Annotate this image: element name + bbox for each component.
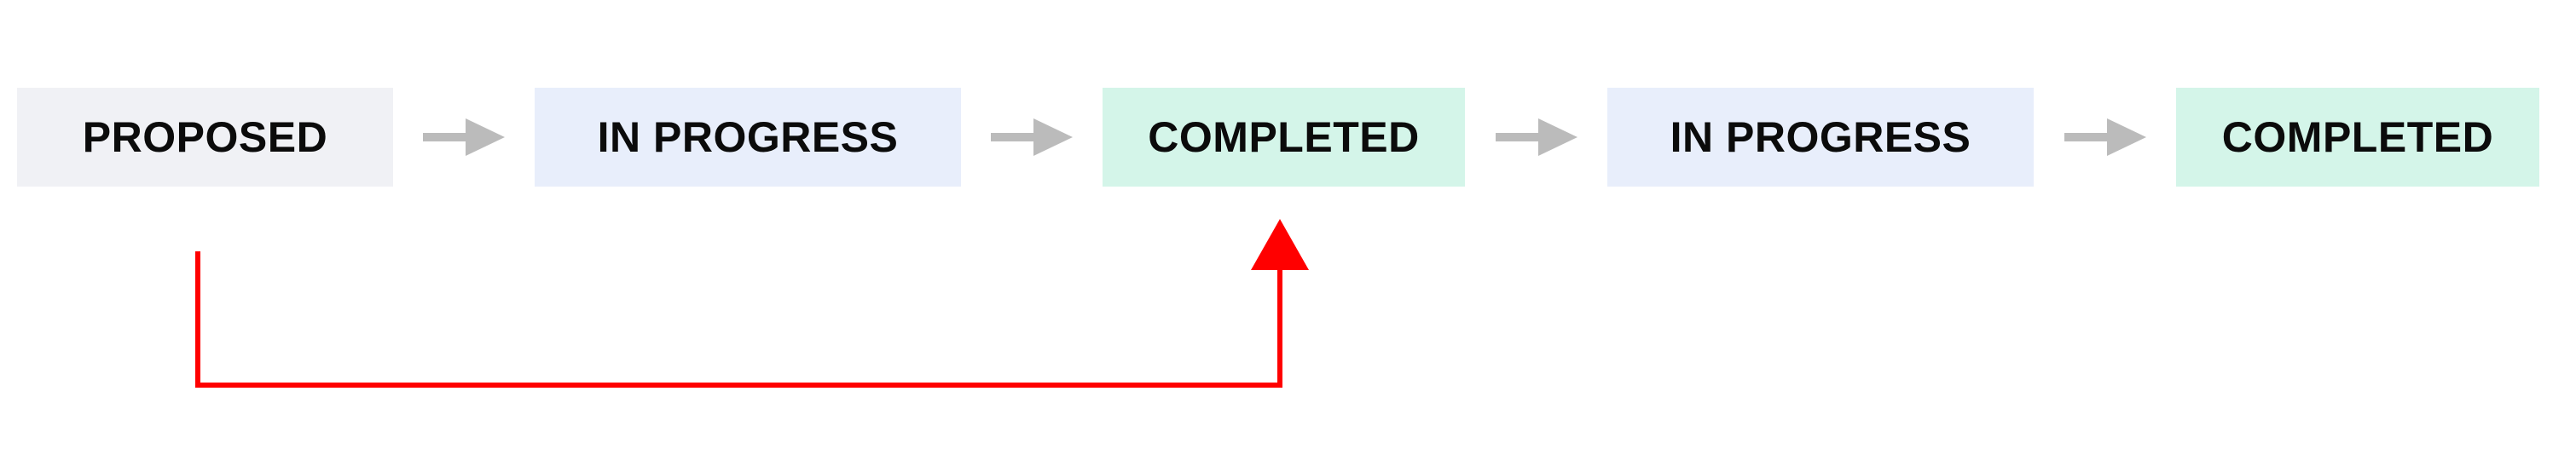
status-node-label: COMPLETED (1148, 113, 1420, 161)
flow-arrow-right-4 (2034, 88, 2176, 187)
status-node-label: IN PROGRESS (1670, 113, 1971, 161)
status-node-in-progress-1[interactable]: IN PROGRESS (535, 88, 961, 187)
flow-arrow-right-2 (961, 88, 1103, 187)
status-node-label: COMPLETED (2221, 113, 2494, 161)
status-node-label: PROPOSED (82, 113, 328, 161)
flow-arrow-right-1 (393, 88, 535, 187)
status-node-in-progress-2[interactable]: IN PROGRESS (1607, 88, 2034, 187)
status-node-completed-1[interactable]: COMPLETED (1103, 88, 1465, 187)
status-node-label: IN PROGRESS (597, 113, 899, 161)
status-node-proposed[interactable]: PROPOSED (17, 88, 393, 187)
status-node-completed-2[interactable]: COMPLETED (2176, 88, 2539, 187)
flow-arrow-right-3 (1465, 88, 1607, 187)
